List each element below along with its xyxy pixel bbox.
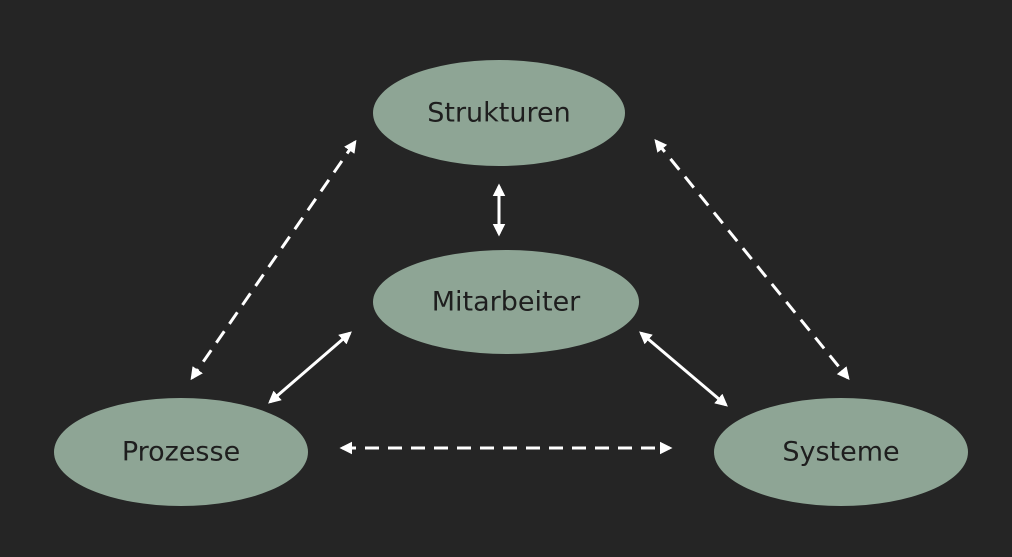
node-mitarbeiter-label: Mitarbeiter [432,287,581,318]
node-systeme-label: Systeme [782,437,899,468]
node-systeme: Systeme [714,398,968,506]
node-strukturen-shape [373,60,625,166]
node-mitarbeiter-shape [373,250,639,354]
node-prozesse-label: Prozesse [122,437,240,468]
connector-strukturen-prozesse [190,139,357,381]
connector-mitarbeiter-prozesse [268,331,352,404]
connector-mitarbeiter-systeme [639,331,728,407]
connector-strukturen-systeme [654,139,850,380]
node-strukturen: Strukturen [373,60,625,166]
node-mitarbeiter: Mitarbeiter [373,250,639,354]
node-prozesse-shape [54,398,308,506]
connectors [190,139,850,455]
node-strukturen-label: Strukturen [427,98,571,129]
node-prozesse: Prozesse [54,398,308,506]
node-systeme-shape [714,398,968,506]
